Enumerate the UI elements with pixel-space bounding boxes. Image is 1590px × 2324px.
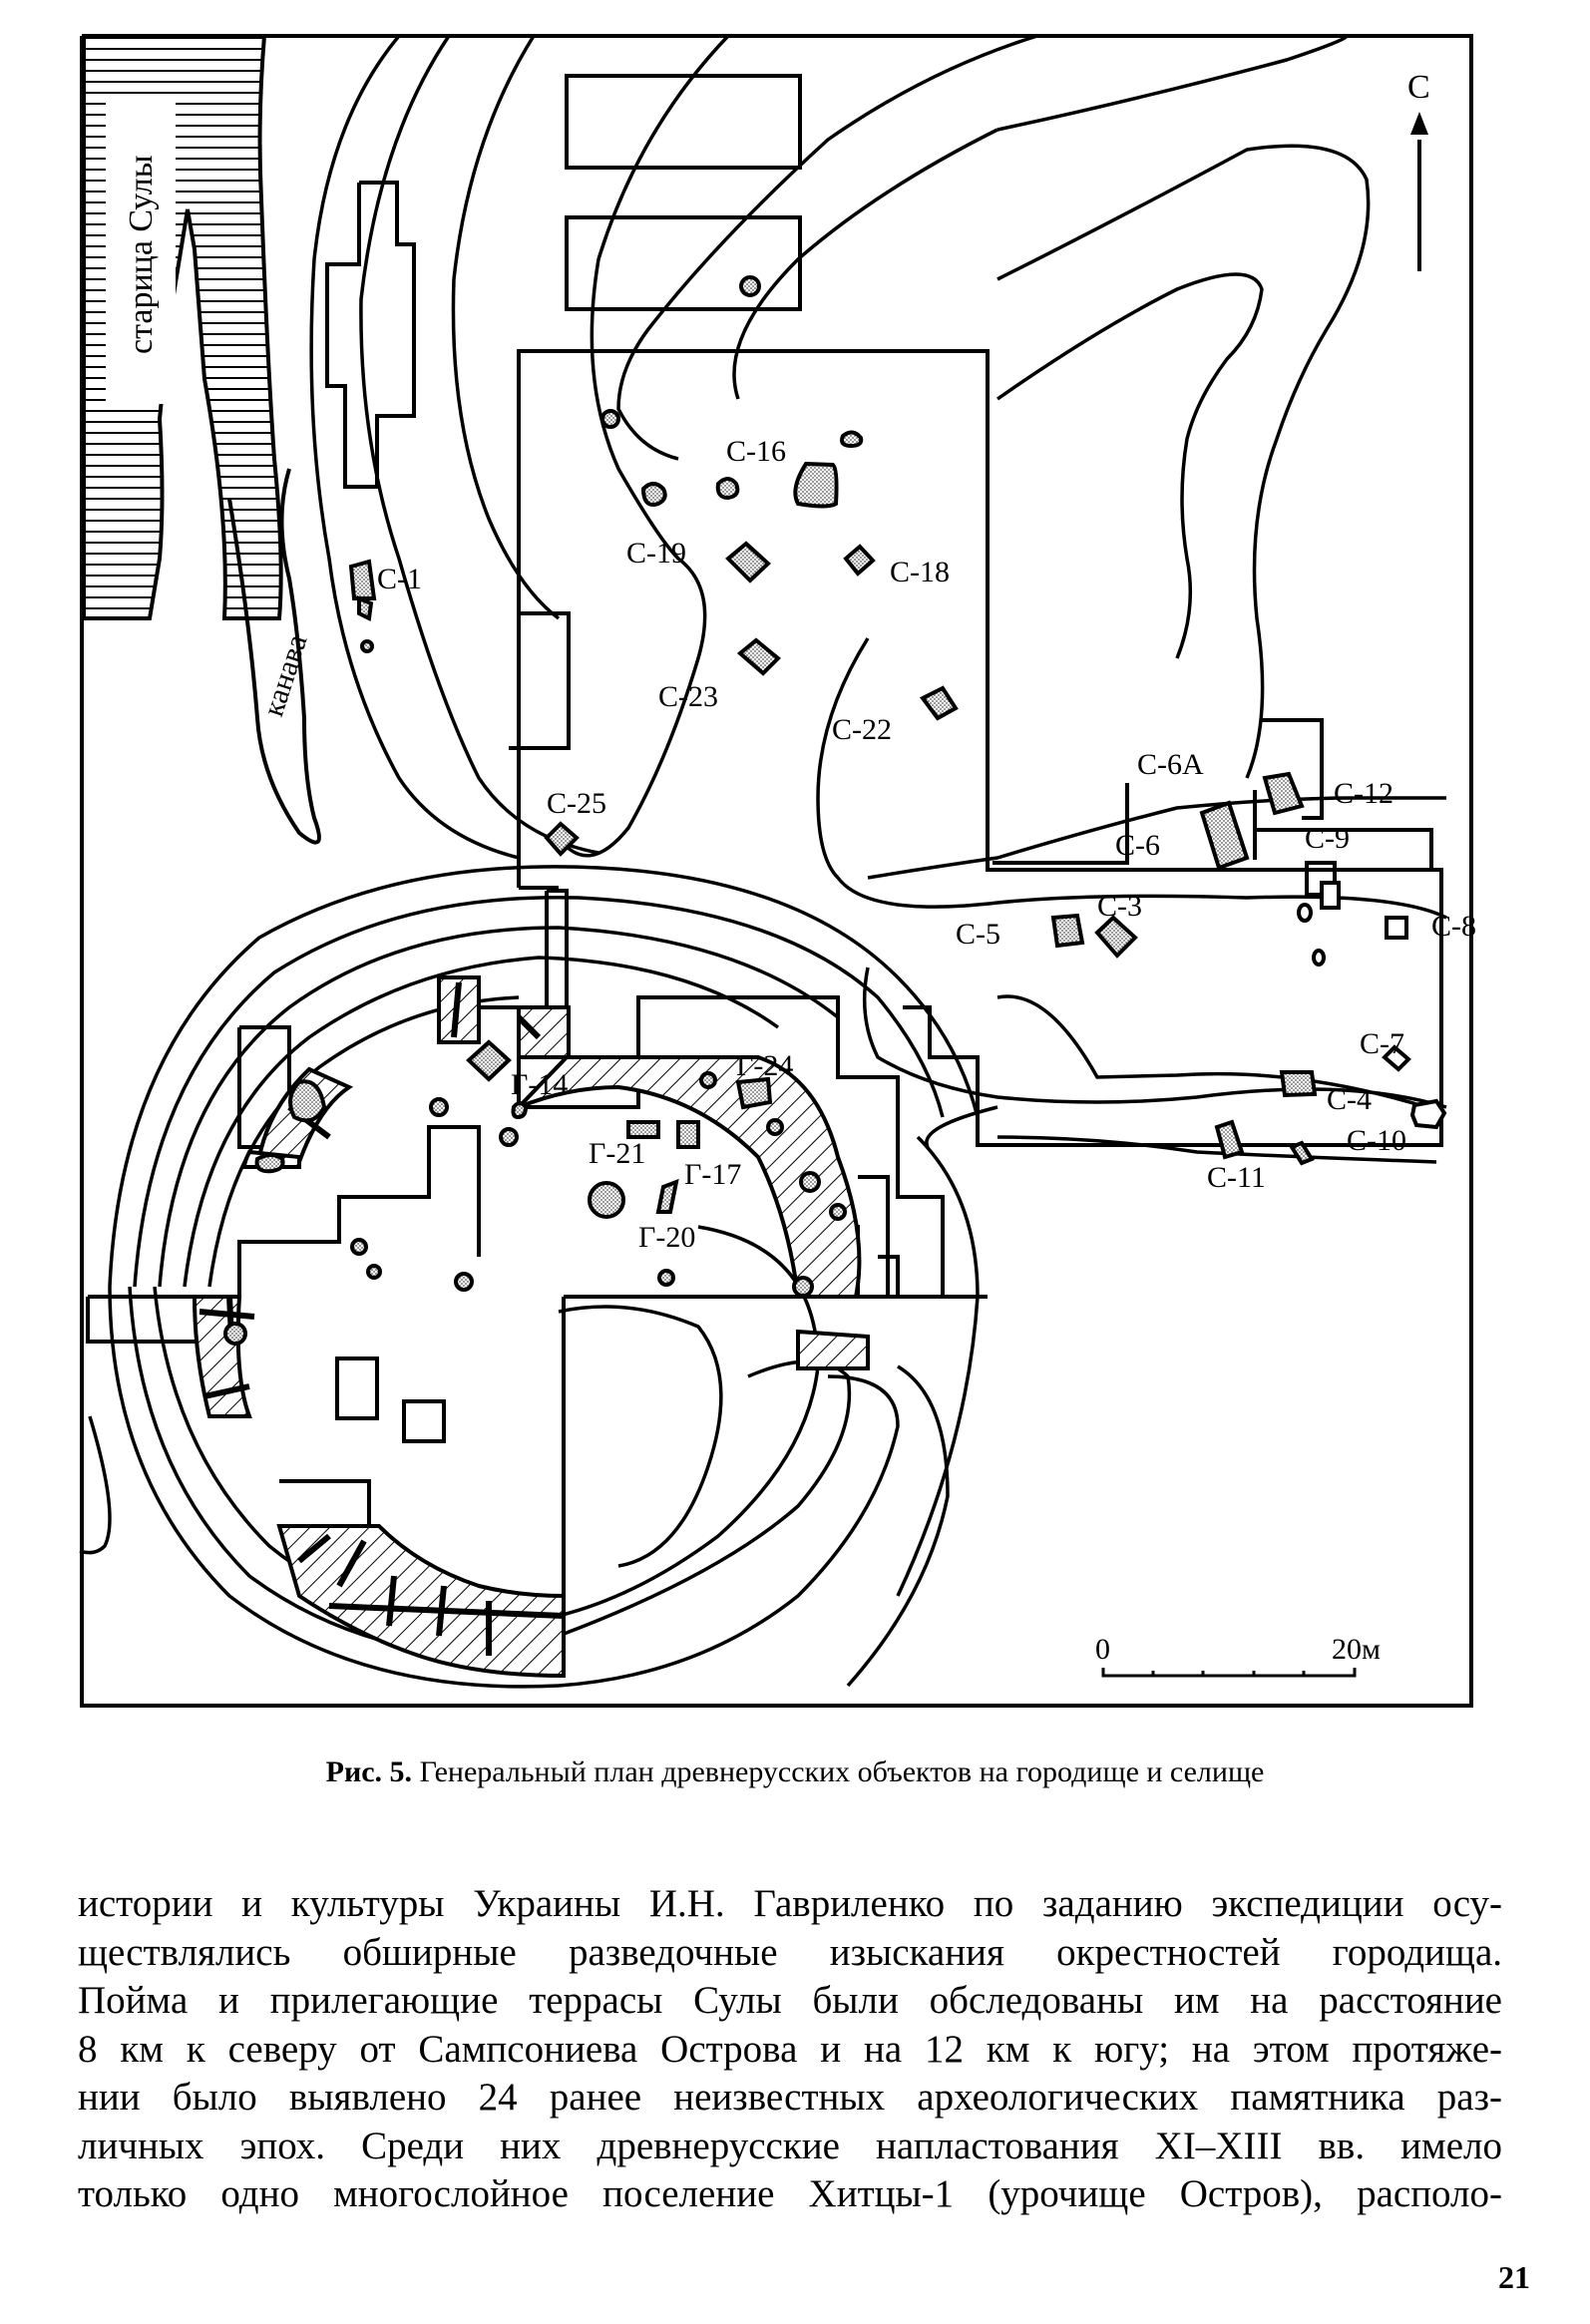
body-paragraph: истории и культуры Украины И.Н. Гаврилен… — [78, 1880, 1502, 2219]
label-s3: С-3 — [1097, 890, 1142, 923]
site-plan-svg: С 0 20м старица Сулы канава С-1 С-3 С-4 … — [79, 34, 1476, 1708]
label-s1: С-1 — [377, 563, 422, 595]
river-label: старица Сулы — [123, 155, 160, 354]
body-line: нии было выявлено 24 ранее неизвестных а… — [78, 2076, 1502, 2119]
label-g14: Г-14 — [511, 1068, 568, 1101]
label-s5: С-5 — [956, 918, 1000, 951]
label-s18: С-18 — [890, 556, 950, 588]
label-s4: С-4 — [1327, 1083, 1372, 1116]
body-line: ществлялись обширные разведочные изыскан… — [78, 1930, 1502, 1974]
contour-lines — [309, 34, 1447, 1164]
label-s25: С-25 — [547, 787, 606, 820]
label-s19: С-19 — [626, 537, 686, 570]
label-s23: С-23 — [658, 680, 718, 713]
label-s6: С-6 — [1115, 829, 1160, 862]
body-line: только одно многослойное поселение Хитцы… — [78, 2172, 1502, 2215]
label-s22: С-22 — [832, 713, 892, 746]
label-g24: Г-24 — [736, 1049, 793, 1082]
figure-number: Рис. 5. — [325, 1755, 413, 1788]
label-s9: С-9 — [1305, 822, 1350, 855]
ditch — [227, 468, 321, 845]
label-s16: С-16 — [726, 435, 786, 468]
label-s11: С-11 — [1207, 1161, 1266, 1194]
figure-caption-text: Генеральный план древнерусских объектов … — [412, 1755, 1265, 1788]
label-g17: Г-17 — [684, 1158, 741, 1191]
scale-bar: 0 20м — [1095, 1633, 1381, 1678]
label-s7: С-7 — [1360, 1027, 1404, 1060]
excavation-trenches — [86, 74, 1443, 1656]
label-s10: С-10 — [1347, 1124, 1406, 1157]
label-g21: Г-21 — [589, 1137, 645, 1170]
settlement-labels: С-1 С-3 С-4 С-5 С-6 С-6А С-7 С-8 С-9 С-1… — [377, 435, 1476, 1194]
north-label: С — [1407, 69, 1430, 106]
label-g20: Г-20 — [638, 1221, 695, 1254]
body-line: истории и культуры Украины И.Н. Гаврилен… — [78, 1882, 1502, 1925]
site-plan-figure: С 0 20м старица Сулы канава С-1 С-3 С-4 … — [79, 34, 1476, 1708]
figure-caption: Рис. 5. Генеральный план древнерусских о… — [0, 1755, 1590, 1789]
unfilled-features — [1297, 881, 1447, 1130]
scale-zero-label: 0 — [1095, 1633, 1110, 1666]
map-frame — [80, 34, 1473, 1708]
body-line: Пойма и прилегающие террасы Сулы были об… — [78, 1979, 1502, 2022]
old-river-channel — [82, 34, 283, 620]
archaeological-features — [223, 275, 1318, 1346]
page-number: 21 — [1498, 2259, 1530, 2295]
hillfort-labels: Г-14 Г-17 Г-20 Г-21 Г-24 — [511, 1049, 793, 1254]
scale-max-label: 20м — [1332, 1633, 1381, 1666]
body-line: 8 км к северу от Сампсониева Острова и н… — [78, 2027, 1502, 2071]
label-s6a: С-6А — [1137, 748, 1204, 781]
north-arrow-icon: С — [1407, 69, 1430, 271]
label-s12: С-12 — [1334, 777, 1393, 810]
label-s8: С-8 — [1431, 910, 1476, 943]
body-line: личных эпох. Среди них древнерусские нап… — [78, 2124, 1502, 2167]
